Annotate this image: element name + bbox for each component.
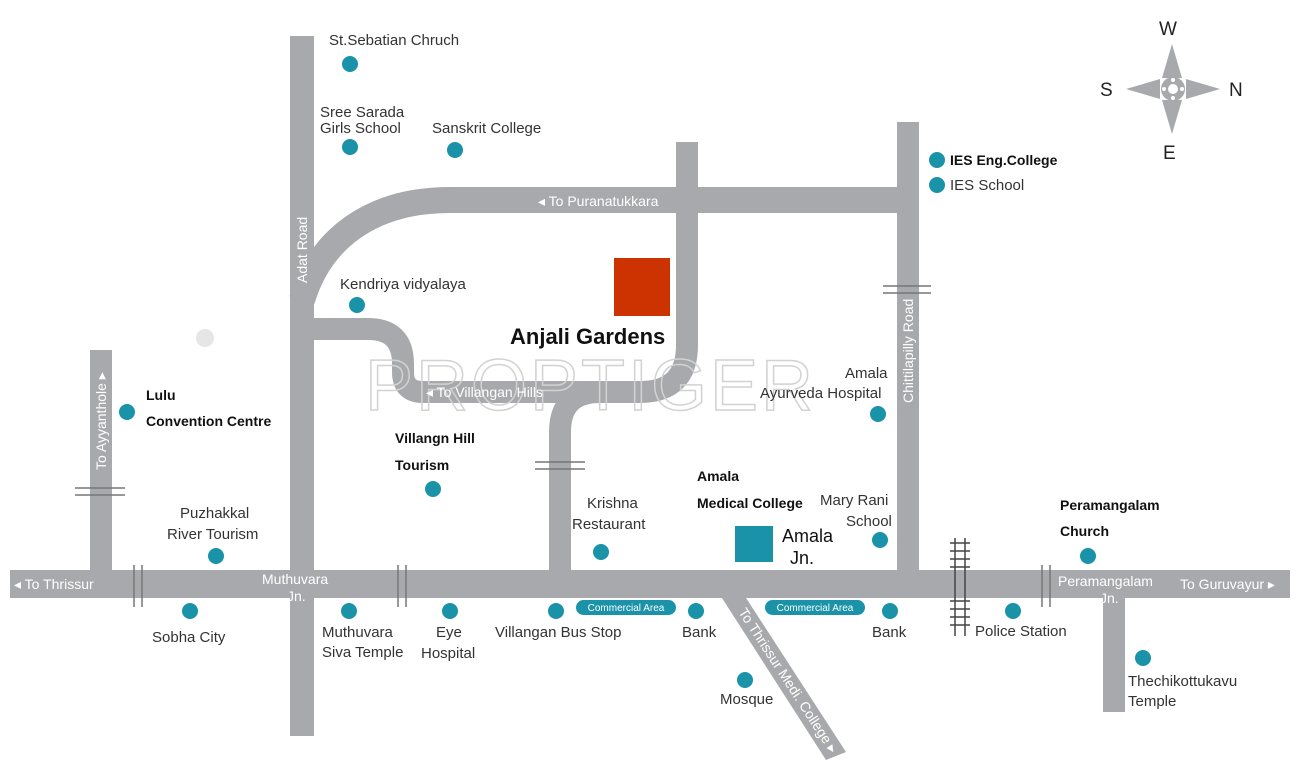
svg-text:Sanskrit College: Sanskrit College	[432, 120, 541, 137]
svg-text:Bank: Bank	[872, 624, 907, 641]
compass-arrow-left	[1126, 79, 1160, 99]
to-villangan-hills-label: ◂ To Villangan Hills	[426, 384, 543, 400]
medical-college-road	[713, 584, 846, 760]
ayyanthole-road	[90, 350, 112, 578]
poi-kendriya-vidyalaya: Kendriya vidyalaya	[340, 276, 467, 313]
compass-label-e: E	[1163, 143, 1176, 164]
blur-spot	[196, 329, 214, 347]
svg-text:Sobha City: Sobha City	[152, 629, 226, 646]
poi-police-station: Police Station	[975, 603, 1067, 640]
railway-track	[950, 538, 970, 636]
to-guruvayur-label: To Guruvayur ▸	[1180, 576, 1275, 592]
svg-text:Mosque: Mosque	[720, 691, 773, 708]
adat-road-label: Adat Road	[294, 217, 310, 283]
poi-ies-school: IES School	[929, 177, 1024, 194]
to-ayyanthole-label: To Ayyanthole ▸	[93, 372, 109, 470]
poi-st-sebastian-church: St.Sebatian Chruch	[329, 32, 459, 72]
svg-text:Bank: Bank	[682, 624, 717, 641]
svg-text:Police Station: Police Station	[975, 623, 1067, 640]
compass-label-w: W	[1159, 19, 1177, 40]
road-break-marks	[75, 285, 1051, 607]
svg-text:IES School: IES School	[950, 177, 1024, 194]
compass-arrow-down	[1162, 100, 1182, 134]
project-name-label: Anjali Gardens	[510, 324, 665, 349]
to-puranatukkara-label: ◂ To Puranatukkara	[538, 193, 659, 209]
road-network	[10, 36, 1290, 760]
puranatukkara-road	[289, 187, 910, 305]
krishna-link-road	[549, 381, 601, 584]
svg-text:Villangan Bus Stop: Villangan Bus Stop	[495, 624, 621, 641]
adat-road	[290, 36, 314, 736]
villangan-hills-road	[302, 200, 698, 403]
project-marker	[614, 258, 670, 316]
svg-text:IES Eng.College: IES Eng.College	[950, 152, 1058, 168]
amala-jn-marker	[735, 526, 773, 562]
poi-villangan-bus-stop: Villangan Bus Stop	[495, 603, 621, 641]
svg-text:Kendriya vidyalaya: Kendriya vidyalaya	[340, 276, 467, 293]
svg-text:Commercial Area: Commercial Area	[588, 603, 665, 614]
compass-rose: W S N E	[1100, 19, 1243, 164]
compass-label-s: S	[1100, 80, 1113, 101]
chittilapilly-road-label: Chittilapilly Road	[900, 299, 916, 403]
poi-sanskrit-college: Sanskrit College	[432, 120, 541, 158]
svg-text:Commercial Area: Commercial Area	[777, 603, 854, 614]
to-thrissur-label: ◂ To Thrissur	[14, 576, 94, 592]
svg-text:St.Sebatian Chruch: St.Sebatian Chruch	[329, 32, 459, 49]
watermark: PROPTIGER	[365, 346, 816, 426]
puranatukkara-spur	[676, 142, 698, 212]
compass-arrow-up	[1162, 44, 1182, 78]
commercial-area-badge-2: Commercial Area	[765, 600, 865, 615]
compass-label-n: N	[1229, 80, 1243, 101]
poi-sobha-city: Sobha City	[152, 603, 226, 646]
poi-bank-1: Bank	[682, 603, 717, 641]
poi-mosque: Mosque	[720, 672, 773, 708]
poi-ies-eng-college: IES Eng.College	[929, 152, 1058, 168]
peramangalam-road	[1103, 584, 1125, 712]
poi-bank-2: Bank	[872, 603, 907, 641]
chittilapilly-road	[897, 122, 919, 582]
main-road	[10, 570, 1290, 598]
compass-arrow-right	[1186, 79, 1220, 99]
commercial-area-badge-1: Commercial Area	[576, 600, 676, 615]
